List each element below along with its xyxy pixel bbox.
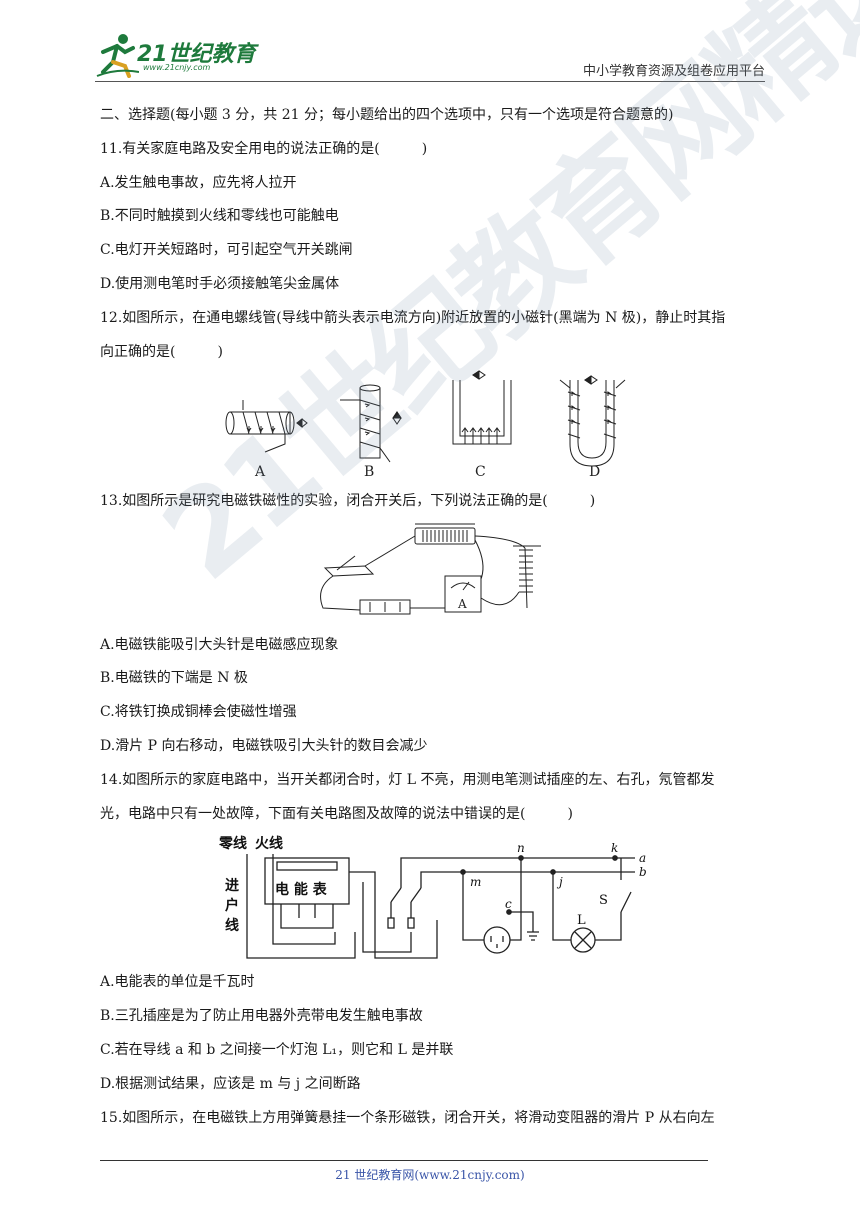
q11-option-d: D.使用测电笔时手必须接触笔尖金属体 bbox=[100, 276, 340, 292]
solenoid-b bbox=[340, 384, 402, 463]
q12-label-d: D bbox=[589, 464, 600, 480]
q14-stem-line1: 14.如图所示的家庭电路中，当开关都闭合时，灯 L 不亮，用测电笔测试插座的左、… bbox=[100, 772, 715, 788]
lamp-l-label: L bbox=[577, 913, 586, 928]
solenoid-d bbox=[559, 375, 626, 467]
site-logo: 21世纪教育 www.21cnjy.com bbox=[95, 30, 265, 78]
q13-option-c: C.将铁钉换成铜棒会使磁性增强 bbox=[100, 704, 297, 720]
q13-option-d: D.滑片 P 向右移动，电磁铁吸引大头针的数目会减少 bbox=[100, 738, 428, 754]
node-j: j bbox=[556, 875, 563, 889]
switch bbox=[323, 565, 375, 577]
q15-stem: 15.如图所示，在电磁铁上方用弹簧悬挂一个条形磁铁，闭合开关，将滑动变阻器的滑片… bbox=[100, 1110, 715, 1126]
q12-stem-line1: 12.如图所示，在通电螺线管(导线中箭头表示电流方向)附近放置的小磁针(黑端为 … bbox=[100, 310, 726, 326]
page-header: 21世纪教育 www.21cnjy.com 中小学教育资源及组卷应用平台 bbox=[95, 30, 765, 82]
q14-option-c: C.若在导线 a 和 b 之间接一个灯泡 L₁，则它和 L 是并联 bbox=[100, 1042, 454, 1058]
runner-logo-icon bbox=[96, 34, 139, 78]
solenoid-a bbox=[225, 400, 308, 453]
logo-title: 21世纪教育 bbox=[137, 42, 256, 67]
node-c: c bbox=[505, 897, 512, 911]
incoming-label-1: 进 bbox=[225, 878, 239, 894]
logo-url: www.21cnjy.com bbox=[143, 63, 211, 72]
wire-b: b bbox=[639, 865, 647, 879]
q14-circuit-figure: 零线 火线 进 户 线 电 能 表 n k a b m j c S L bbox=[218, 835, 647, 959]
ammeter bbox=[444, 575, 482, 613]
node-m: m bbox=[470, 875, 481, 889]
rheostat bbox=[414, 527, 476, 545]
header-divider bbox=[95, 81, 765, 82]
q12-solenoid-figure: A B C bbox=[225, 370, 626, 480]
q13-option-a: A.电磁铁能吸引大头针是电磁感应现象 bbox=[100, 637, 339, 653]
q12-label-b: B bbox=[364, 464, 374, 480]
solenoid-c bbox=[452, 370, 512, 445]
q13-option-b: B.电磁铁的下端是 N 极 bbox=[100, 670, 248, 686]
q12-stem-line2: 向正确的是( ) bbox=[100, 344, 223, 360]
page-footer: 21 世纪教育网(www.21cnjy.com) bbox=[335, 1168, 525, 1182]
q14-option-a: A.电能表的单位是千瓦时 bbox=[100, 974, 255, 990]
neutral-label: 零线 bbox=[218, 835, 247, 852]
incoming-label-2: 户 bbox=[225, 897, 239, 914]
q11-option-a: A.发生触电事故，应先将人拉开 bbox=[100, 175, 297, 191]
node-k: k bbox=[611, 841, 618, 855]
platform-name: 中小学教育资源及组卷应用平台 bbox=[582, 64, 765, 79]
q14-stem-line2: 光，电路中只有一处故障，下面有关电路图及故障的说法中错误的是( ) bbox=[100, 806, 573, 822]
meter-label: 电 能 表 bbox=[275, 881, 328, 898]
node-n: n bbox=[517, 841, 525, 855]
wire-a: a bbox=[639, 851, 646, 865]
q11-option-c: C.电灯开关短路时，可引起空气开关跳闸 bbox=[100, 242, 353, 258]
switch-s-label: S bbox=[599, 893, 608, 908]
q13-stem: 13.如图所示是研究电磁铁磁性的实验，闭合开关后，下列说法正确的是( ) bbox=[100, 493, 596, 509]
q14-option-d: D.根据测试结果，应该是 m 与 j 之间断路 bbox=[100, 1076, 361, 1092]
q13-electromagnet-figure: A bbox=[320, 523, 541, 615]
live-label: 火线 bbox=[255, 835, 283, 852]
q11-option-b: B.不同时触摸到火线和零线也可能触电 bbox=[100, 208, 339, 224]
q12-label-c: C bbox=[475, 464, 486, 480]
ammeter-label: A bbox=[457, 597, 467, 611]
section-heading: 二、选择题(每小题 3 分，共 21 分；每小题给出的四个选项中，只有一个选项是… bbox=[100, 107, 674, 123]
q14-option-b: B.三孔插座是为了防止用电器外壳带电发生触电事故 bbox=[100, 1008, 423, 1024]
q12-label-a: A bbox=[254, 464, 266, 480]
footer-divider bbox=[100, 1160, 708, 1161]
incoming-label-3: 线 bbox=[225, 917, 239, 934]
q11-stem: 11.有关家庭电路及安全用电的说法正确的是( ) bbox=[100, 141, 428, 157]
